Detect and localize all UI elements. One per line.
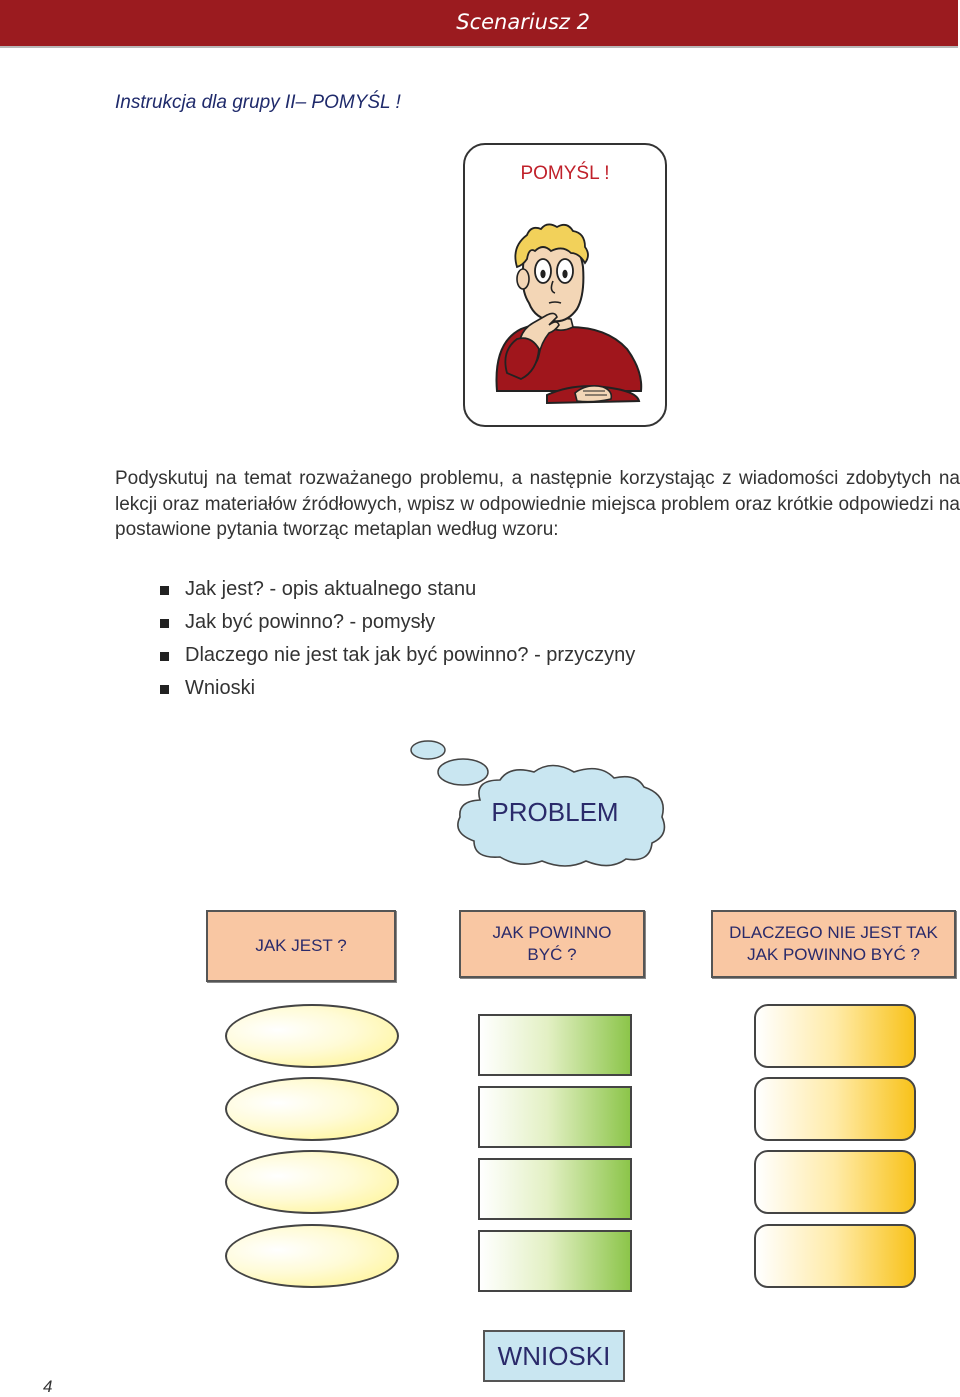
rect-answer-field[interactable] <box>478 1086 632 1148</box>
page-number: 4 <box>43 1377 53 1396</box>
oval-answer-field[interactable] <box>225 1224 399 1288</box>
bullet-item: Wnioski <box>160 677 635 710</box>
rect-answer-field[interactable] <box>478 1230 632 1292</box>
column-header-how-it-should-be: JAK POWINNO BYĆ ? <box>459 910 645 978</box>
bullet-item: Dlaczego nie jest tak jak być powinno? -… <box>160 644 635 677</box>
rounded-answer-field[interactable] <box>754 1004 916 1068</box>
square-bullet-icon <box>160 685 169 694</box>
conclusions-box: WNIOSKI <box>483 1330 625 1382</box>
bullet-list: Jak jest? - opis aktualnego stanu Jak by… <box>160 578 635 710</box>
card-title: POMYŚL ! <box>520 163 610 184</box>
rounded-answer-field[interactable] <box>754 1150 916 1214</box>
thinking-boy-illustration <box>495 223 643 405</box>
oval-answer-field[interactable] <box>225 1004 399 1068</box>
rounded-answer-field[interactable] <box>754 1077 916 1141</box>
square-bullet-icon <box>160 619 169 628</box>
bullet-item: Jak być powinno? - pomysły <box>160 611 635 644</box>
problem-cloud <box>410 740 666 867</box>
problem-label: PROBLEM <box>491 797 619 827</box>
column-header-how-it-is: JAK JEST ? <box>206 910 396 982</box>
square-bullet-icon <box>160 652 169 661</box>
column-header-why-not: DLACZEGO NIE JEST TAK JAK POWINNO BYĆ ? <box>711 910 956 978</box>
instruction-title: Instrukcja dla grupy II– POMYŚL ! <box>115 92 401 113</box>
rounded-answer-field[interactable] <box>754 1224 916 1288</box>
scenario-title: Scenariusz 2 <box>456 10 590 34</box>
think-card: POMYŚL ! <box>463 143 667 427</box>
header-bar: Scenariusz 2 <box>0 0 958 48</box>
rect-answer-field[interactable] <box>478 1158 632 1220</box>
square-bullet-icon <box>160 586 169 595</box>
bullet-item: Jak jest? - opis aktualnego stanu <box>160 578 635 611</box>
rect-answer-field[interactable] <box>478 1014 632 1076</box>
instruction-paragraph: Podyskutuj na temat rozważanego problemu… <box>115 468 960 540</box>
oval-answer-field[interactable] <box>225 1077 399 1141</box>
oval-answer-field[interactable] <box>225 1150 399 1214</box>
